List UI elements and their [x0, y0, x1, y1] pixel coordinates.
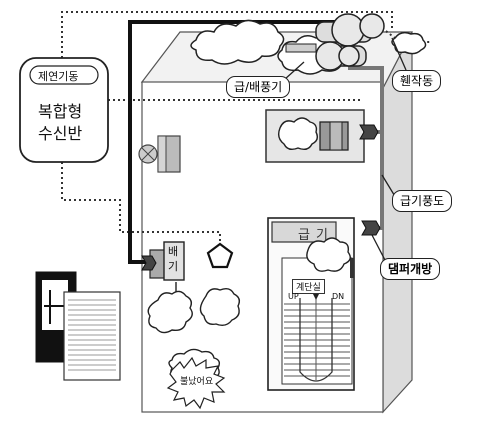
damper-open-label: 댐퍼개방	[380, 258, 441, 280]
supply-duct-label: 급기풍도	[392, 190, 453, 212]
upper-room-supply-unit	[265, 109, 365, 163]
signal-lines	[61, 11, 430, 244]
fire-burst-shape	[166, 356, 226, 410]
fire-label: 불났어요	[180, 377, 214, 387]
supply-inlet-label: 급기	[298, 228, 334, 243]
stair-room-label: 계단실	[292, 279, 325, 294]
supply-exhaust-fan-label: 급/배풍기	[226, 76, 291, 98]
composite-control-panel	[19, 57, 109, 163]
damper-arrow-icons	[359, 124, 381, 236]
exhaust-inlet-unit	[141, 241, 185, 281]
supply-exhaust-fan-unit	[285, 13, 385, 71]
exhaust-inlet-label: 배기	[168, 245, 179, 273]
panel-header-label: 제연기동	[38, 70, 79, 83]
smoke-detector-icon	[206, 242, 234, 269]
panel-title-line2: 수신반	[38, 124, 83, 143]
stair-down-label: DN	[332, 292, 345, 301]
stair-up-label: UP	[288, 292, 299, 301]
panel-title-line1: 복합형	[38, 102, 83, 121]
document-icons	[35, 271, 121, 381]
rooftop-cloud-left	[190, 19, 285, 65]
wall-damper-left	[138, 135, 181, 173]
fan-operation-label: 휀작동	[392, 70, 442, 92]
stair-smoke-cloud	[306, 237, 351, 272]
